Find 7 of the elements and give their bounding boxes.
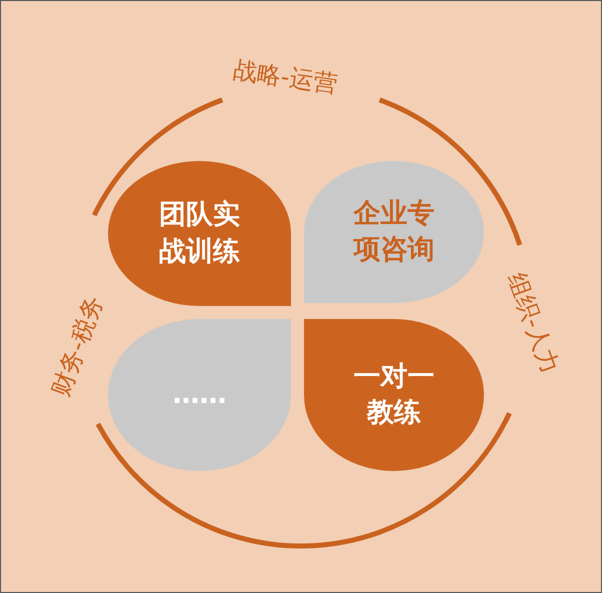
ring-label: 财务-税务 <box>44 291 109 401</box>
ring-label: 战略-运营 <box>230 54 339 100</box>
petal-shape: 企业专项咨询 <box>304 161 484 303</box>
petal-shape: 团队实战训练 <box>108 161 291 306</box>
petal-shape: 一对一教练 <box>304 319 484 471</box>
petal-shape: …… <box>108 319 291 471</box>
ring-label: 组织-人力 <box>500 268 565 378</box>
